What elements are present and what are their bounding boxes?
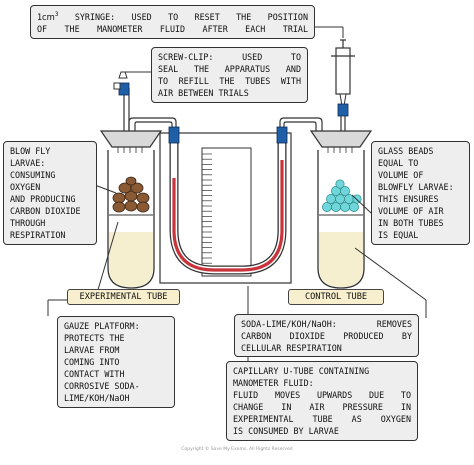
gauze-callout: GAUZE PLATFORM: PROTECTS THE LARVAE FROM… [57,316,175,408]
right-connector [276,126,288,144]
glass-beads-callout: GLASS BEADS EQUAL TO VOLUME OF BLOWFLY L… [371,141,470,245]
syringe [331,39,355,131]
manometer-fluid [172,160,284,272]
experimental-soda-lime [109,232,153,287]
control-tube-label: CONTROL TUBE [288,289,384,305]
scale-ruler [201,147,252,277]
soda-lime-callout: SODA-LIME/KOH/NaOH: REMOVES CARBON DIOXI… [234,314,419,357]
left-connector [168,126,180,144]
right-connecting-pipe [279,117,323,131]
screw-clip-callout: SCREW-CLIP: USED TO SEAL THE APPARATUS A… [151,47,308,103]
control-tube [309,130,373,289]
syringe-callout: 1cm3 SYRINGE: USED TO RESET THE POSITION… [30,5,315,39]
blowfly-larvae [112,176,150,213]
control-soda-lime [319,232,363,287]
capillary-u-tube [169,135,287,275]
capillary-callout: CAPILLARY U-TUBE CONTAINING MANOMETER FL… [226,361,418,441]
experimental-tube-label: EXPERIMENTAL TUBE [67,289,180,305]
screw-clip [113,71,130,131]
copyright-notice: Copyright © Save My Exams. All Rights Re… [181,447,293,452]
larvae-callout: BLOW FLY LARVAE: CONSUMING OXYGEN AND PR… [3,141,97,245]
experimental-tube [99,130,163,289]
